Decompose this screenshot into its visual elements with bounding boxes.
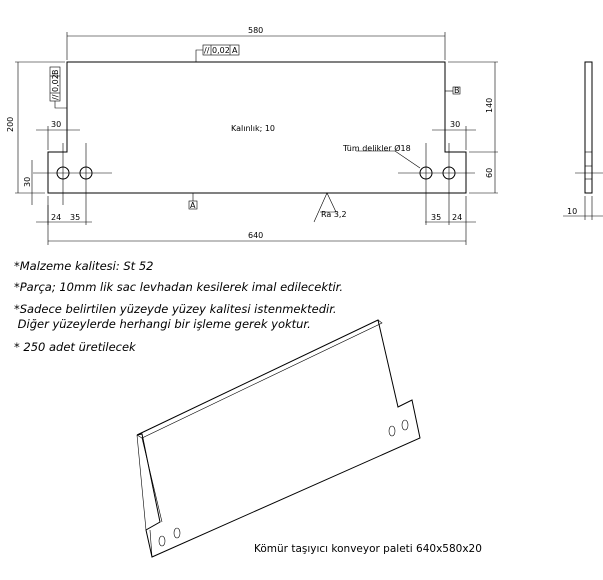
svg-text:B: B [51, 70, 60, 76]
dim-10: 10 [567, 207, 577, 216]
datum-b: B [445, 86, 461, 95]
svg-text:0,02: 0,02 [51, 74, 60, 92]
dim-640: 640 [248, 231, 263, 240]
dim-60: 60 [485, 168, 494, 178]
dim-140: 140 [485, 98, 494, 113]
dim-24-right: 24 [452, 213, 462, 222]
isometric-view [136, 319, 421, 558]
note-material: *Malzeme kalitesi: St 52 [14, 259, 154, 273]
note-surface-2: Diğer yüzeylerde herhangi bir işleme ger… [14, 317, 311, 331]
tolerance-frame-left: // 0,02 B [49, 66, 67, 109]
side-view: 10 [563, 61, 603, 220]
dim-30-right-notch: 30 [450, 120, 460, 129]
dim-580: 580 [248, 26, 263, 35]
dim-35-left: 35 [70, 213, 80, 222]
roughness-symbol: Ra 3,2 [313, 192, 347, 223]
svg-text://: // [51, 94, 60, 100]
svg-text:0,02: 0,02 [212, 46, 230, 55]
svg-text:A: A [232, 46, 238, 55]
svg-text:Tüm delikler Ø18: Tüm delikler Ø18 [342, 143, 411, 153]
thickness-label: Kalınlık; 10 [231, 124, 275, 133]
drawing-caption: Kömür taşıyıcı konveyor paleti 640x580x2… [254, 543, 482, 555]
svg-text:Ra 3,2: Ra 3,2 [321, 210, 347, 219]
note-surface-1: *Sadece belirtilen yüzeyde yüzey kalites… [14, 302, 337, 316]
svg-text:A: A [190, 201, 196, 210]
holes-right [398, 143, 475, 225]
holes-left [33, 143, 112, 225]
hole-leader: Tüm delikler Ø18 [342, 143, 421, 169]
datum-a: A [188, 193, 198, 210]
tolerance-frame-top: // 0,02 A [195, 44, 240, 62]
svg-text://: // [204, 46, 210, 55]
part-outline-front-view [47, 61, 467, 194]
note-manufacturing: *Parça; 10mm lik sac levhadan kesilerek … [14, 280, 344, 294]
dim-200: 200 [6, 117, 15, 132]
dim-24-left: 24 [51, 213, 61, 222]
dim-35-right: 35 [431, 213, 441, 222]
dim-30-left-notch: 30 [51, 120, 61, 129]
note-quantity: * 250 adet üretilecek [14, 340, 136, 354]
dim-30-left-height: 30 [23, 177, 32, 187]
svg-text:B: B [454, 86, 460, 95]
